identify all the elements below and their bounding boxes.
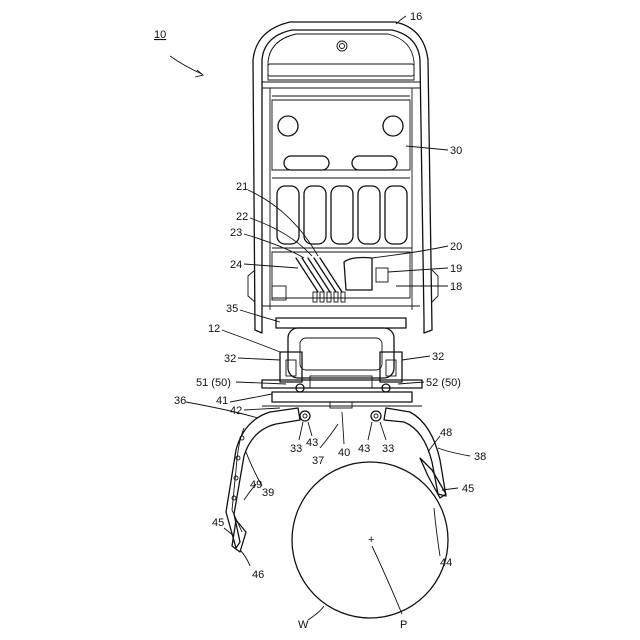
label-24: 24	[230, 259, 242, 271]
label-12: 12	[208, 323, 220, 335]
label-45-right: 45	[462, 483, 474, 495]
label-38: 38	[474, 451, 486, 463]
label-20: 20	[450, 241, 462, 253]
label-36: 36	[174, 395, 186, 407]
hood-bolt	[337, 41, 347, 51]
label-43-right: 43	[358, 443, 370, 455]
label-41: 41	[216, 395, 228, 407]
cell-row	[277, 186, 407, 244]
connector-pins	[313, 292, 345, 302]
label-32-right: 32	[432, 351, 444, 363]
svg-text:+: +	[368, 534, 374, 546]
left-arm	[226, 408, 300, 548]
label-45-left: 45	[212, 517, 224, 529]
label-19: 19	[450, 263, 462, 275]
label-48: 48	[440, 427, 452, 439]
slot-right	[352, 156, 397, 170]
label-10: 10	[154, 29, 166, 41]
label-51: 51 (50)	[196, 377, 231, 389]
label-16: 16	[410, 11, 422, 23]
label-42: 42	[230, 405, 242, 417]
slot-left	[284, 156, 329, 170]
label-33-left: 33	[290, 443, 302, 455]
label-32-left: 32	[224, 353, 236, 365]
top-bar	[268, 64, 414, 76]
label-23: 23	[230, 227, 242, 239]
lower-bar	[272, 392, 412, 402]
label-39: 39	[262, 487, 274, 499]
panel-hole-right	[383, 116, 403, 136]
label-W: W	[298, 619, 309, 631]
pivot-left	[300, 411, 310, 421]
label-18: 18	[450, 281, 462, 293]
label-43-left: 43	[306, 437, 318, 449]
component-19	[376, 268, 388, 282]
workpiece: +	[292, 462, 448, 618]
mast-frame	[262, 318, 422, 408]
label-21: 21	[236, 181, 248, 193]
label-46: 46	[252, 569, 264, 581]
panel-hole-left	[278, 116, 298, 136]
reference-labels: 10 16 30 21 22 23 24 20 19 18 35 12 32 3…	[154, 11, 486, 631]
label-30: 30	[450, 145, 462, 157]
label-35: 35	[226, 303, 238, 315]
mast-top	[276, 318, 406, 328]
label-44: 44	[440, 557, 452, 569]
carriage	[288, 328, 394, 378]
label-37: 37	[312, 455, 324, 467]
label-22: 22	[236, 211, 248, 223]
drive-unit	[344, 258, 372, 291]
label-P: P	[400, 619, 407, 631]
pivot-right	[371, 411, 381, 421]
label-33-right: 33	[382, 443, 394, 455]
cables	[296, 258, 342, 292]
label-49: 49	[250, 479, 262, 491]
label-40: 40	[338, 447, 350, 459]
label-52: 52 (50)	[426, 377, 461, 389]
